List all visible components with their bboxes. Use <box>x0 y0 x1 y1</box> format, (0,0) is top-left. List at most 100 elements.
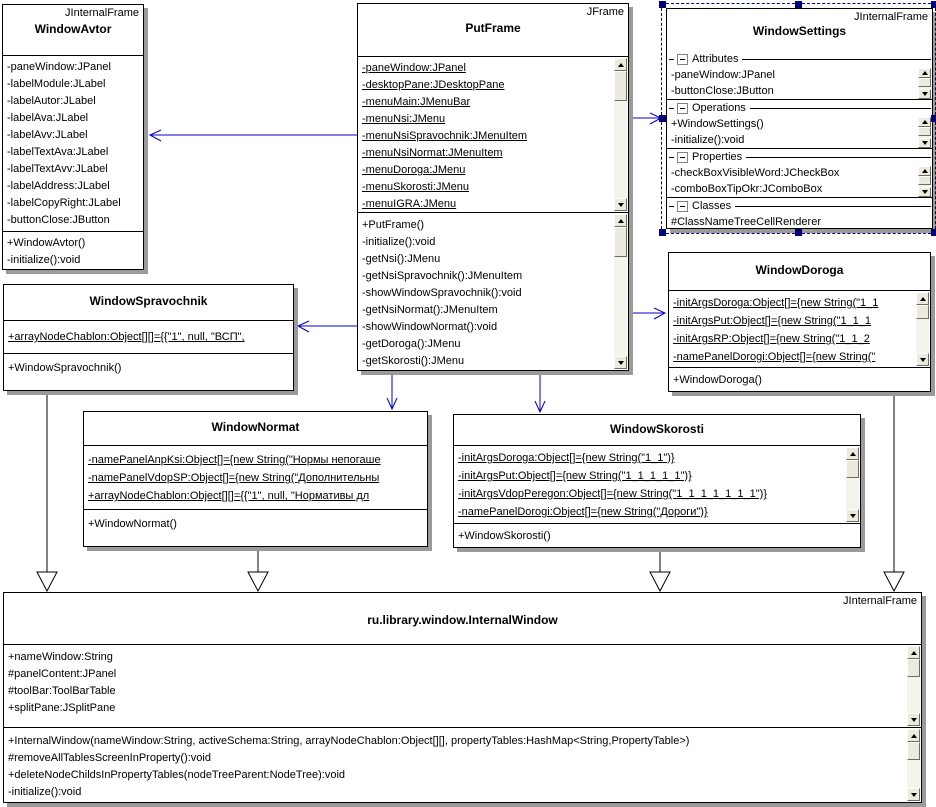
scroll-thumb[interactable] <box>918 127 931 136</box>
collapse-icon[interactable] <box>677 53 688 65</box>
arrow-putframe-windowskorosti <box>534 372 546 414</box>
scroll-down-button[interactable] <box>614 356 627 369</box>
arrow-putframe-windownormat <box>386 372 398 411</box>
stereotype-label: JFrame <box>586 6 624 18</box>
scroll-down-button[interactable] <box>614 198 627 211</box>
attributes-scrollbar[interactable] <box>907 646 920 726</box>
methods-scrollbar[interactable] <box>614 214 627 369</box>
section-scrollbar[interactable] <box>918 166 931 197</box>
header-rule <box>742 58 931 60</box>
method-row: +PutFrame() <box>362 219 425 231</box>
scroll-thumb[interactable] <box>614 71 627 101</box>
scroll-down-button[interactable] <box>918 89 931 99</box>
class-windowskorosti[interactable]: WindowSkorosti -initArgsDoroga:Object[]=… <box>453 414 861 548</box>
scroll-up-button[interactable] <box>918 68 931 78</box>
scroll-down-button[interactable] <box>846 509 859 522</box>
attribute-row: -menuNsiNormat:JMenuItem <box>362 147 503 159</box>
class-internalwindow[interactable]: JInternalFrame ru.library.window.Interna… <box>3 592 922 803</box>
section-scrollbar[interactable] <box>918 68 931 99</box>
group-header: Operations <box>667 100 932 116</box>
header-dash <box>669 156 674 158</box>
scroll-up-button[interactable] <box>916 292 929 305</box>
scroll-thumb[interactable] <box>907 742 920 760</box>
scroll-up-button[interactable] <box>614 214 627 227</box>
scroll-thumb[interactable] <box>846 460 859 478</box>
stereotype-label: JInternalFrame <box>854 11 928 23</box>
attribute-row: -menuSkorosti:JMenu <box>362 181 469 193</box>
group-header: Attributes <box>667 51 932 67</box>
class-name: WindowSkorosti <box>610 422 704 436</box>
scroll-up-icon <box>921 71 928 75</box>
scroll-up-button[interactable] <box>918 166 931 176</box>
attribute-row: -labelTextAvv:JLabel <box>7 163 108 175</box>
collapse-icon[interactable] <box>677 102 688 114</box>
scroll-down-button[interactable] <box>907 713 920 726</box>
class-windownormat[interactable]: WindowNormat -namePanelAnpKsi:Object[]={… <box>83 411 428 547</box>
header-dash <box>669 205 674 207</box>
arrow-putframe-windowavtor <box>148 129 357 142</box>
scroll-thumb[interactable] <box>918 78 931 87</box>
attribute-row: -labelAvv:JLabel <box>7 129 88 141</box>
scroll-up-button[interactable] <box>918 117 931 127</box>
scroll-thumb[interactable] <box>614 227 627 257</box>
attribute-row: -paneWindow:JPanel <box>362 62 466 74</box>
scroll-down-icon <box>921 92 928 96</box>
scroll-up-button[interactable] <box>846 447 859 460</box>
attribute-row: -labelAddress:JLabel <box>7 180 110 192</box>
scroll-down-icon <box>617 360 624 365</box>
scroll-thumb[interactable] <box>918 176 931 185</box>
section-scrollbar[interactable] <box>918 117 931 148</box>
group-operations: Operations +WindowSettings() -initialize… <box>667 100 932 149</box>
arrow-putframe-windowdoroga <box>632 307 667 320</box>
selection-handle[interactable] <box>659 1 666 8</box>
scroll-down-button[interactable] <box>918 187 931 197</box>
attributes-scrollbar[interactable] <box>846 447 859 522</box>
minus-glyph <box>680 58 685 60</box>
selection-handle[interactable] <box>795 229 802 236</box>
methods-scrollbar[interactable] <box>907 729 920 801</box>
selection-handle[interactable] <box>659 115 666 122</box>
scroll-down-icon <box>921 190 928 194</box>
scroll-up-icon <box>919 296 926 301</box>
collapse-icon[interactable] <box>677 151 688 163</box>
collapse-icon[interactable] <box>677 200 688 212</box>
inheritance-triangle <box>649 571 671 593</box>
selection-handle[interactable] <box>931 1 936 8</box>
class-windowsettings[interactable]: JInternalFrame WindowSettings Attributes… <box>666 8 933 229</box>
attributes-scrollbar[interactable] <box>916 292 929 366</box>
scroll-thumb[interactable] <box>907 659 920 677</box>
scroll-down-button[interactable] <box>918 138 931 148</box>
attributes-scrollbar[interactable] <box>614 58 627 211</box>
scroll-down-icon <box>617 202 624 207</box>
scroll-down-button[interactable] <box>916 353 929 366</box>
group-properties: Properties -checkBoxVisibleWord:JCheckBo… <box>667 149 932 198</box>
group-attributes: Attributes -paneWindow:JPanel -buttonClo… <box>667 51 932 100</box>
scroll-up-icon <box>921 120 928 124</box>
attribute-row: -initArgsPut:Object[]={new String("1_1_1 <box>673 315 872 327</box>
attribute-row: +splitPane:JSplitPane <box>8 702 116 714</box>
class-title: JInternalFrame WindowAvtor <box>3 5 143 55</box>
class-windowdoroga[interactable]: WindowDoroga -initArgsDoroga:Object[]={n… <box>668 252 931 392</box>
scroll-up-button[interactable] <box>907 646 920 659</box>
attribute-row: -paneWindow:JPanel <box>671 69 775 81</box>
attribute-row: -labelModule:JLabel <box>7 78 106 90</box>
class-putframe[interactable]: JFrame PutFrame -paneWindow:JPanel -desk… <box>357 3 629 371</box>
operation-row: -initialize():void <box>671 134 745 146</box>
selection-handle[interactable] <box>931 115 936 122</box>
scroll-thumb[interactable] <box>916 305 929 319</box>
class-row: #ClassNameTreeCellRenderer <box>671 216 821 228</box>
scroll-up-button[interactable] <box>614 58 627 71</box>
scroll-down-button[interactable] <box>907 788 920 801</box>
selection-handle[interactable] <box>659 229 666 236</box>
selection-handle[interactable] <box>795 1 802 8</box>
attribute-row: -namePanelVdopSP:Object[]={new String("Д… <box>88 472 380 484</box>
attribute-row: -namePanelDorogi:Object[]={new String(" <box>673 351 876 363</box>
class-windowavtor[interactable]: JInternalFrame WindowAvtor -paneWindow:J… <box>2 4 144 270</box>
scroll-up-button[interactable] <box>907 729 920 742</box>
class-windowspravochnik[interactable]: WindowSpravochnik +arrayNodeChablon:Obje… <box>3 284 294 391</box>
scroll-up-icon <box>617 218 624 223</box>
selection-handle[interactable] <box>931 229 936 236</box>
scroll-up-icon <box>849 451 856 456</box>
method-row: +WindowAvtor() <box>7 237 86 249</box>
attribute-row: -menuIGRA:JMenu <box>362 198 457 210</box>
